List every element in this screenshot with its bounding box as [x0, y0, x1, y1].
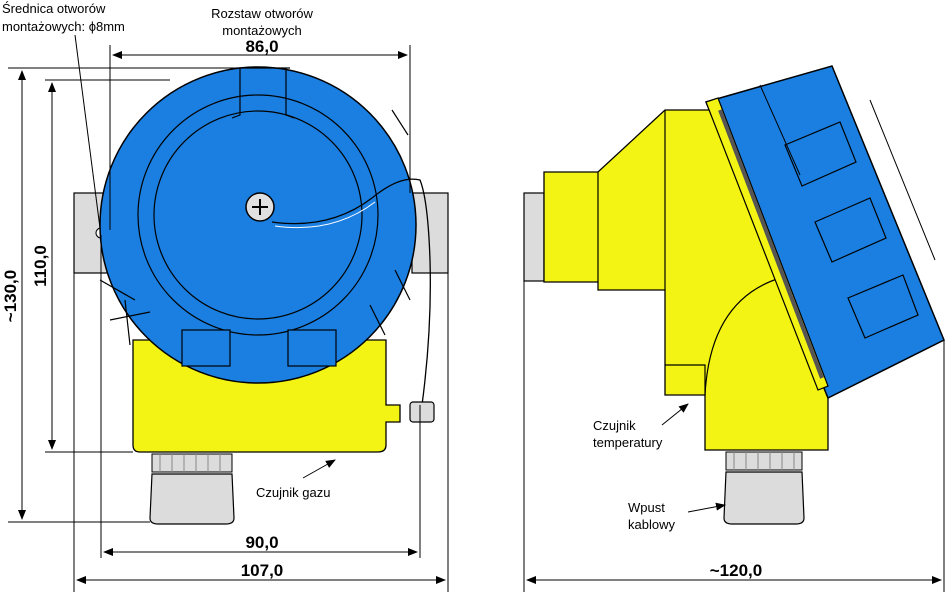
side-view [523, 65, 945, 592]
temp-sensor-label-line2: temperatury [593, 435, 663, 450]
gas-sensor-label: Czujnik gazu [256, 485, 330, 500]
cable-gland-side [723, 451, 805, 525]
dim-mount-height: 110,0 [31, 245, 50, 287]
chain-fastener [409, 401, 435, 423]
side-mounting-lug [523, 192, 545, 282]
blue-cover [99, 66, 417, 384]
side-housing-body [543, 109, 829, 451]
dim-base-width: 90,0 [245, 533, 278, 552]
spacing-note-line1: Rozstaw otworów [211, 6, 313, 21]
dim-total-width: 107,0 [241, 561, 284, 580]
dimension-lines-front [8, 34, 449, 592]
front-view [8, 34, 449, 592]
diameter-note-line1: Średnica otworów [2, 1, 106, 16]
dimension-lines-side [523, 281, 945, 592]
gland-label-line1: Wpust [628, 500, 665, 515]
cable-gland-front [149, 453, 235, 525]
dim-side-width: ~120,0 [710, 561, 762, 580]
diameter-note-line2: montażowych: ϕ8mm [2, 19, 125, 34]
dim-total-height: ~130,0 [1, 270, 20, 322]
dim-top-width: 86,0 [245, 37, 278, 56]
gland-label-line2: kablowy [628, 517, 675, 532]
spacing-note-line2: montażowych [222, 23, 301, 38]
safety-chain [271, 178, 431, 406]
temp-sensor-label-line1: Czujnik [593, 418, 636, 433]
